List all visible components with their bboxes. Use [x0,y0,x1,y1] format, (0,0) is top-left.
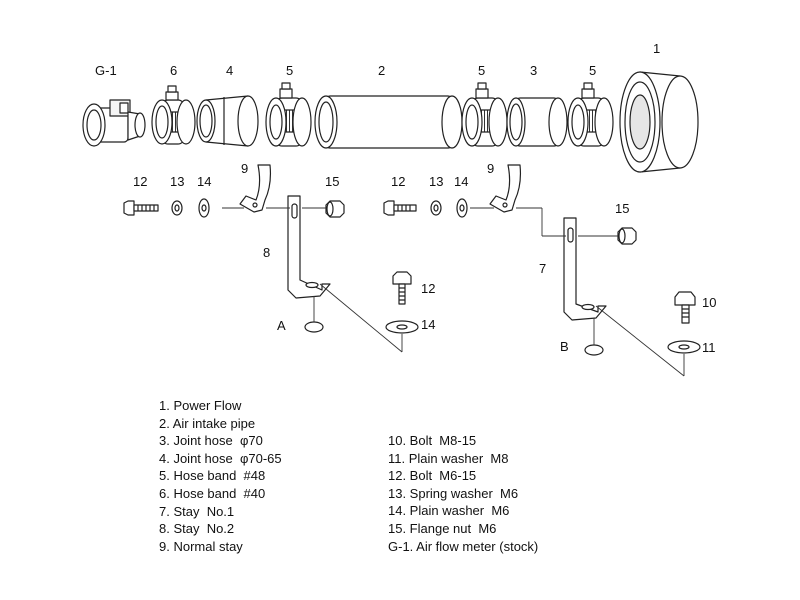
assembly-guide-lines [222,207,685,377]
callout-3: 3 [530,63,537,78]
joint-hose-70-65-part [196,95,259,147]
callout-15b: 15 [615,201,629,216]
callout-a: A [277,318,286,333]
legend-item: 12. Bolt M6-15 [388,468,477,484]
normal-stay-part-a [239,164,272,213]
callout-g1: G-1 [95,63,117,78]
bolt-m6-part-c [392,271,412,305]
stay-no2-part [287,195,331,299]
legend-item: 4. Joint hose φ70-65 [159,450,282,466]
callout-12a: 12 [133,174,147,189]
legend-item: 3. Joint hose φ70 [159,433,263,449]
hose-band-48-part-a [265,82,312,147]
stay-no1-part [563,217,607,321]
bolt-m8-part [674,291,696,324]
callout-15a: 15 [325,174,339,189]
air-intake-pipe-part [314,95,463,149]
hose-band-48-part-b [461,82,508,147]
callout-13b: 13 [429,174,443,189]
legend-item: 13. Spring washer M6 [388,485,519,501]
callout-9a: 9 [241,161,248,176]
spring-washer-m6-part-b [430,200,442,216]
callout-7: 7 [539,261,546,276]
mount-point-a [304,321,324,333]
plain-washer-m6-part-a [198,198,210,218]
legend-item: G-1. Air flow meter (stock) [388,538,539,554]
power-flow-part [619,71,699,173]
callout-5b: 5 [478,63,485,78]
callout-12c: 12 [421,281,435,296]
joint-hose-70-part [506,97,568,147]
legend-item: 14. Plain washer M6 [388,503,510,519]
callout-10: 10 [702,295,716,310]
legend-item: 10. Bolt M8-15 [388,433,477,448]
legend-item: 8. Stay No.2 [159,521,235,537]
callout-5c: 5 [589,63,596,78]
callout-11: 11 [702,340,716,355]
flange-nut-m6-part-a [325,200,345,218]
legend-item: 15. Flange nut M6 [388,520,497,536]
callout-8: 8 [263,245,270,260]
callout-14b: 14 [454,174,468,189]
legend-item: 9. Normal stay [159,538,243,554]
hose-band-48-part-c [567,82,614,147]
callout-14c: 14 [421,317,435,332]
normal-stay-part-b [489,164,522,213]
mount-point-b [584,344,604,356]
callout-4: 4 [226,63,233,78]
plain-washer-m6-part-c [385,320,419,334]
legend-item: 6. Hose band #40 [159,485,266,501]
legend-item: 5. Hose band #48 [159,468,266,484]
callout-14a: 14 [197,174,211,189]
bolt-m6-part-b [383,200,417,216]
callout-13a: 13 [170,174,184,189]
legend-item: 1. Power Flow [159,398,242,413]
plain-washer-m6-part-b [456,198,468,218]
parts-legend-left: 1. Power Flow 2. Air intake pipe 3. Join… [159,397,282,555]
parts-legend-right: 10. Bolt M8-15 11. Plain washer M8 12. B… [388,432,538,555]
legend-item: 11. Plain washer M8 [388,450,509,466]
bolt-m6-part-a [123,200,159,216]
spring-washer-m6-part-a [171,200,183,216]
callout-b: B [560,339,569,354]
callout-2: 2 [378,63,385,78]
hose-band-40-part [151,85,196,145]
legend-item: 2. Air intake pipe [159,415,256,431]
callout-5a: 5 [286,63,293,78]
callout-1: 1 [653,41,660,56]
callout-12b: 12 [391,174,405,189]
legend-item: 7. Stay No.1 [159,503,235,519]
plain-washer-m8-part [667,340,701,354]
air-flow-meter-part [82,99,146,147]
flange-nut-m6-part-b [617,227,637,245]
callout-9b: 9 [487,161,494,176]
callout-6: 6 [170,63,177,78]
